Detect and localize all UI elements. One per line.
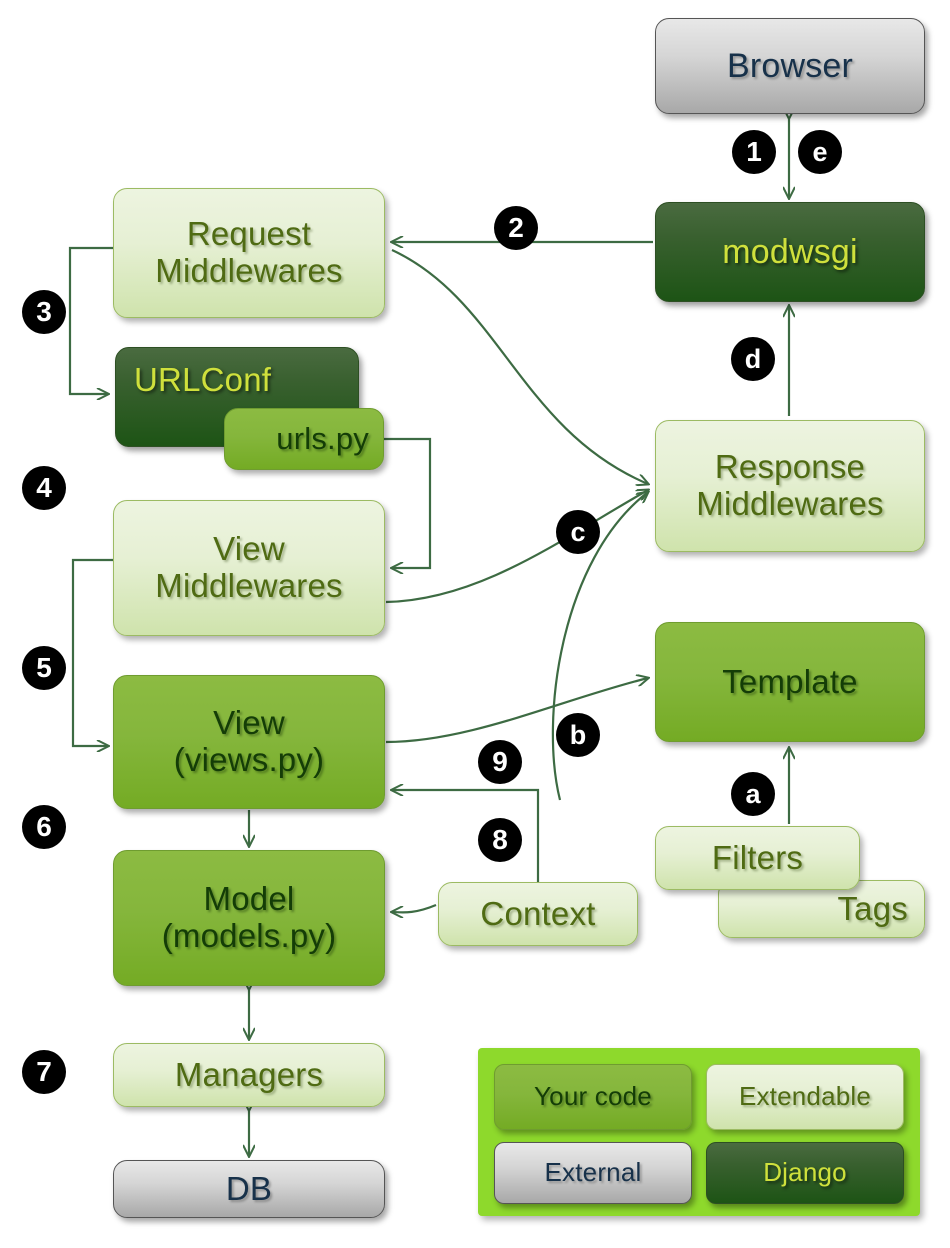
wire-view-template [385, 678, 648, 744]
step-badge-c: c [556, 510, 600, 554]
node-request-middlewares[interactable]: Request Middlewares [113, 188, 385, 318]
node-db[interactable]: DB [113, 1160, 385, 1218]
step-badge-2: 2 [494, 206, 538, 250]
node-view[interactable]: View (views.py) [113, 675, 385, 809]
step-badge-7: 7 [22, 1050, 66, 1094]
wire-context-model [392, 903, 437, 912]
node-managers[interactable]: Managers [113, 1043, 385, 1107]
node-modwsgi[interactable]: modwsgi [655, 202, 925, 302]
step-badge-d: d [731, 337, 775, 381]
node-template[interactable]: Template [655, 622, 925, 742]
node-filters[interactable]: Filters [655, 826, 860, 890]
wire-reqmw-urlconf [68, 246, 113, 394]
step-badge-1: 1 [732, 130, 776, 174]
wire-viewmw-view [71, 558, 113, 746]
node-model[interactable]: Model (models.py) [113, 850, 385, 986]
step-badge-8: 8 [478, 818, 522, 862]
step-badge-3: 3 [22, 290, 66, 334]
legend-item-extendable: Extendable [706, 1064, 904, 1130]
wire-reqmw-respmw [391, 249, 648, 484]
legend-item-external: External [494, 1142, 692, 1204]
legend: Your code Extendable External Django [478, 1048, 920, 1216]
legend-item-your-code: Your code [494, 1064, 692, 1130]
step-badge-6: 6 [22, 805, 66, 849]
node-response-middlewares[interactable]: Response Middlewares [655, 420, 925, 552]
step-badge-5: 5 [22, 646, 66, 690]
step-badge-e: e [798, 130, 842, 174]
node-context[interactable]: Context [438, 882, 638, 946]
step-badge-4: 4 [22, 466, 66, 510]
node-browser[interactable]: Browser [655, 18, 925, 114]
node-view-middlewares[interactable]: View Middlewares [113, 500, 385, 636]
legend-item-django: Django [706, 1142, 904, 1204]
step-badge-9: 9 [478, 740, 522, 784]
node-urls-py[interactable]: urls.py [224, 408, 384, 470]
wire-viewmw-respmw [385, 490, 648, 604]
wire-urlspy-viewmw [384, 437, 432, 568]
step-badge-b: b [556, 713, 600, 757]
step-badge-a: a [731, 772, 775, 816]
